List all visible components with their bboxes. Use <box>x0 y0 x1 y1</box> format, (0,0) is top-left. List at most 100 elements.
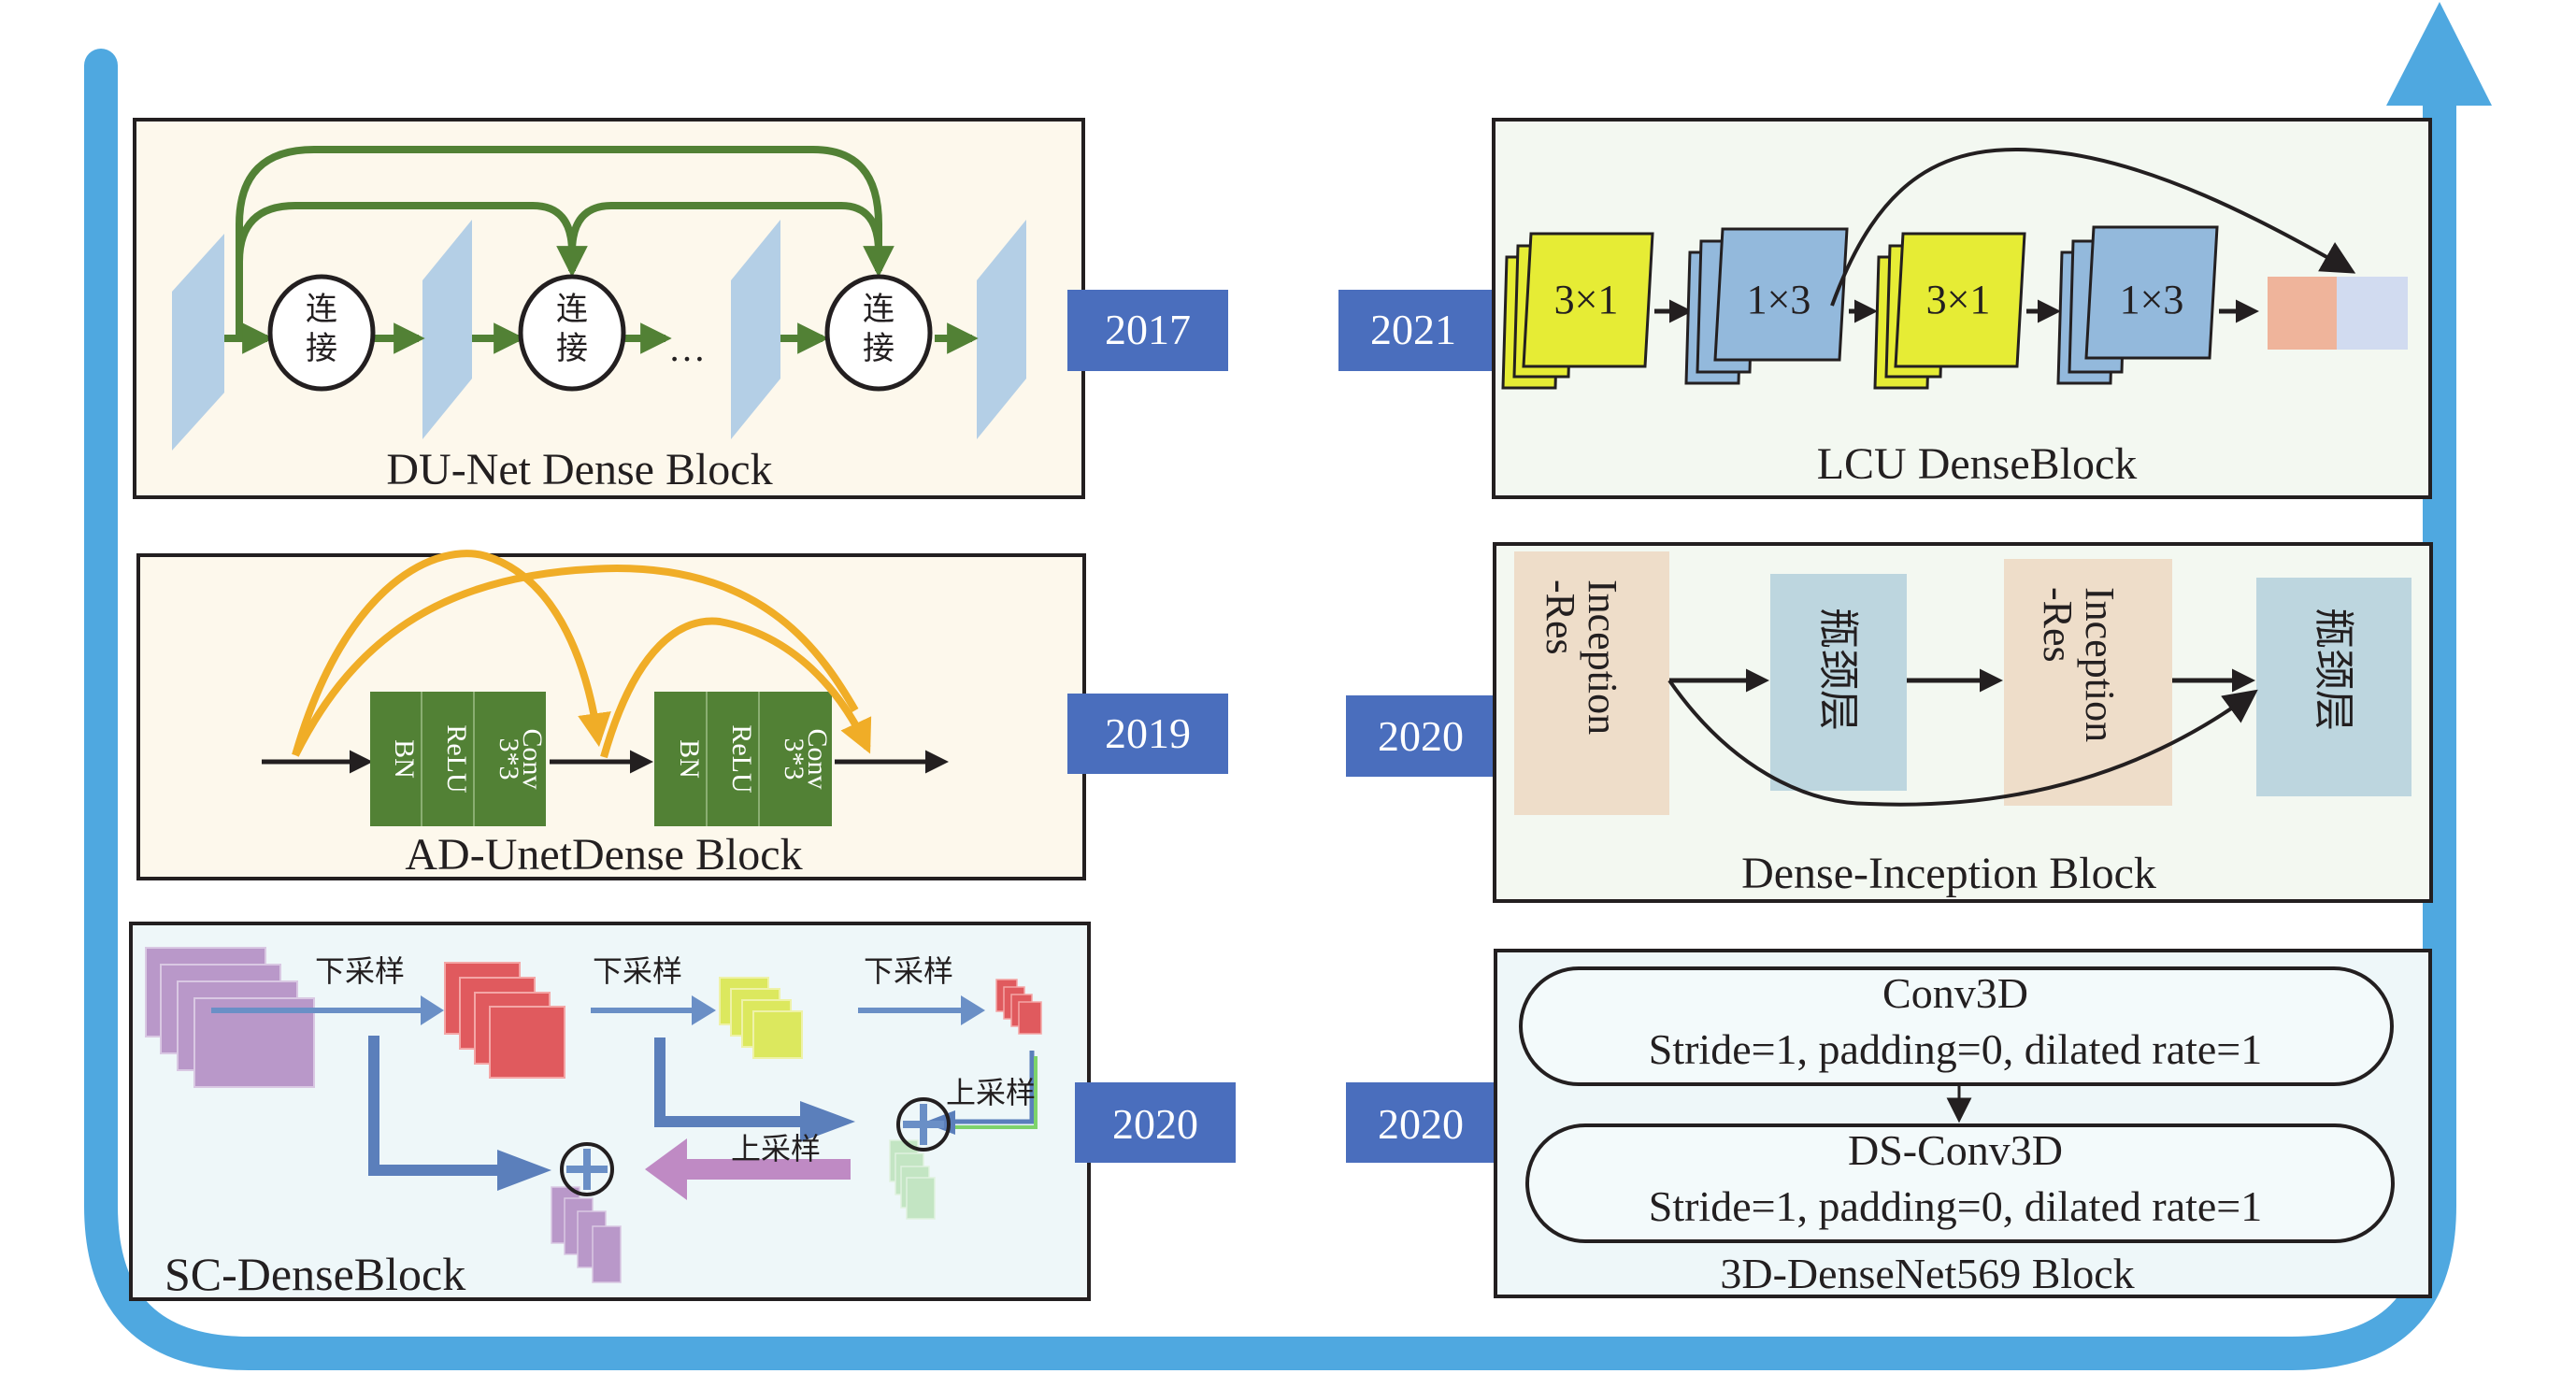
downsample-label: 下采样 <box>593 954 682 988</box>
layer-label-bn: BN <box>674 739 705 779</box>
downsample-arrow <box>858 995 985 1025</box>
block-title: 3D-DenseNet569 Block <box>1720 1250 2134 1297</box>
inception-res-module: Inception -Res <box>2004 559 2172 806</box>
year-badge-2017: 2017 <box>1067 290 1228 371</box>
plus-node <box>560 1142 614 1196</box>
block-title: AD-UnetDense Block <box>405 830 802 880</box>
year-label: 2021 <box>1370 306 1456 353</box>
bottleneck-module: 瓶颈层 <box>2256 578 2411 796</box>
block-ad-unet: BN ReLU 3*3 Conv BN ReLU 3*3 Conv AD-Une… <box>136 550 1086 880</box>
skip-connection <box>600 617 872 759</box>
year-badge-2019: 2019 <box>1067 694 1228 774</box>
bottleneck-module: 瓶颈层 <box>1770 574 1907 791</box>
feature-stack-output <box>551 1186 622 1283</box>
module-label: 瓶颈层 <box>2311 608 2356 731</box>
year-label: 2020 <box>1378 1100 1464 1148</box>
module-label: Inception <box>1580 580 1625 735</box>
kernel-label: 1×3 <box>1747 277 1811 322</box>
feature-plane <box>731 220 780 439</box>
feature-plane <box>977 220 1026 439</box>
feature-stack-lime <box>719 977 803 1059</box>
block-3d-densenet: Conv3D Stride=1, padding=0, dilated rate… <box>1494 949 2432 1298</box>
kernel-stack: 3×1 <box>1501 232 1654 390</box>
skip-connection <box>654 1037 855 1142</box>
stage-params: Stride=1, padding=0, dilated rate=1 <box>1649 1182 2263 1230</box>
stage-ds-conv3d: DS-Conv3D Stride=1, padding=0, dilated r… <box>1525 1123 2395 1243</box>
year-label: 2019 <box>1105 709 1191 757</box>
block-title: Dense-Inception Block <box>1741 849 2156 898</box>
concat-node-label: 接 <box>556 332 588 366</box>
upsample-label: 上采样 <box>946 1076 1036 1109</box>
feature-plane <box>422 220 472 439</box>
concat-node-label: 连 <box>306 292 337 327</box>
up-arrow-icon <box>2386 2 2492 106</box>
ellipsis: … <box>668 327 706 369</box>
layer-label-relu: ReLU <box>441 724 472 794</box>
year-label: 2017 <box>1105 306 1191 353</box>
upsample-arrow <box>645 1138 851 1200</box>
skip-connection <box>1830 147 2356 307</box>
stage-name: DS-Conv3D <box>1848 1126 2063 1174</box>
block-dense-inception: Inception -Res 瓶颈层 Inception -Res 瓶颈层 De… <box>1493 542 2433 903</box>
module-label: Inception <box>2077 587 2123 742</box>
year-badge-2020-inception: 2020 <box>1346 695 1496 777</box>
feature-stack-small-red <box>995 979 1042 1035</box>
block-du-net: 连 接 连 接 连 接 … DU-Net Dense Block <box>133 118 1085 499</box>
layer-label-conv: 3*3 <box>779 738 809 780</box>
year-badge-2020-sc: 2020 <box>1075 1082 1236 1163</box>
block-sc: 下采样 下采样 下采样 上采样 上采样 <box>129 922 1091 1301</box>
layer-label-conv: 3*3 <box>494 738 524 780</box>
year-badge-2021: 2021 <box>1338 290 1499 371</box>
layer-unit: BN ReLU 3*3 Conv <box>654 692 833 826</box>
module-label: -Res <box>2035 587 2081 663</box>
block-lcu: 3×1 1×3 3×1 1×3 <box>1492 118 2432 499</box>
stage-name: Conv3D <box>1882 969 2028 1017</box>
downsample-arrow <box>591 995 716 1025</box>
downsample-label: 下采样 <box>315 954 405 988</box>
stage-params: Stride=1, padding=0, dilated rate=1 <box>1649 1025 2263 1073</box>
year-label: 2020 <box>1112 1100 1198 1148</box>
skip-connection <box>292 550 611 757</box>
skip-connection <box>1667 679 2258 807</box>
skip-connection <box>568 202 882 253</box>
year-label: 2020 <box>1378 712 1464 760</box>
concat-node: 连 接 <box>518 274 626 392</box>
block-title: SC-DenseBlock <box>165 1248 465 1300</box>
layer-label-conv: Conv <box>802 728 833 789</box>
layer-label-relu: ReLU <box>726 724 757 794</box>
concat-node: 连 接 <box>824 274 933 392</box>
block-title: LCU DenseBlock <box>1817 439 2138 489</box>
concat-node-label: 接 <box>306 332 337 366</box>
stage-conv3d: Conv3D Stride=1, padding=0, dilated rate… <box>1519 966 2394 1086</box>
module-label: 瓶颈层 <box>1815 608 1861 731</box>
skip-connection <box>236 202 588 338</box>
block-ad-unet-frame <box>136 553 1086 880</box>
concat-node-label: 连 <box>863 292 894 327</box>
block-title: DU-Net Dense Block <box>386 445 772 494</box>
plus-node <box>896 1097 951 1152</box>
inception-res-module: Inception -Res <box>1514 551 1669 815</box>
layer-label-bn: BN <box>389 739 420 779</box>
feature-stack-mint <box>889 1139 936 1220</box>
year-badge-2020-3d: 2020 <box>1346 1082 1505 1163</box>
layer-unit: BN ReLU 3*3 Conv <box>370 692 548 826</box>
kernel-stack: 1×3 <box>1684 227 1849 385</box>
module-label: -Res <box>1538 580 1583 655</box>
kernel-stack: 3×1 <box>1873 232 2026 390</box>
output-feature-lavender <box>2337 277 2408 350</box>
layer-label-conv: Conv <box>517 728 548 789</box>
skip-connection <box>292 564 859 757</box>
kernel-label: 3×1 <box>1926 277 1991 322</box>
skip-connection <box>236 146 894 338</box>
kernel-label: 1×3 <box>2120 277 2184 322</box>
concat-node-label: 接 <box>863 332 894 366</box>
feature-plane <box>172 234 224 451</box>
output-feature-salmon <box>2268 277 2337 350</box>
feature-stack-red <box>444 962 565 1079</box>
kernel-stack: 1×3 <box>2056 225 2219 385</box>
concat-node-label: 连 <box>556 292 588 327</box>
upsample-label: 上采样 <box>731 1132 821 1166</box>
skip-connection <box>368 1036 551 1191</box>
concat-node: 连 接 <box>267 274 376 392</box>
